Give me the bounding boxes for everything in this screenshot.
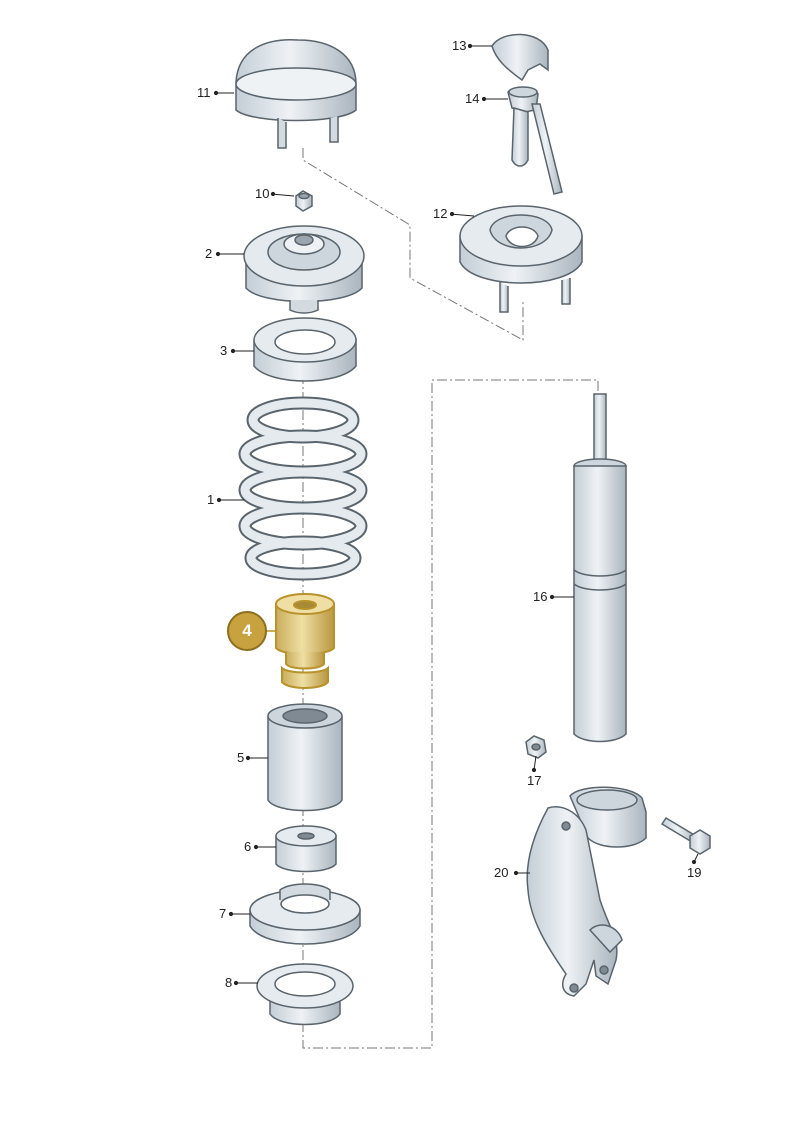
part-label-20: 20 <box>494 865 509 880</box>
part-11-dust-cap[interactable] <box>235 39 357 149</box>
part-label-17: 17 <box>527 773 542 788</box>
part-16-shock-absorber[interactable] <box>573 393 627 743</box>
part-label-8: 8 <box>225 975 233 990</box>
part-8-spring-pad[interactable] <box>256 963 354 1026</box>
part-1-coil-spring[interactable] <box>238 396 368 581</box>
part-17-nut[interactable] <box>525 735 547 759</box>
part-13-cap[interactable] <box>491 33 549 82</box>
part-12-mount-housing[interactable] <box>459 205 583 313</box>
part-label-14: 14 <box>465 91 480 106</box>
part-label-10: 10 <box>255 186 270 201</box>
part-label-5: 5 <box>237 750 245 765</box>
part-5-protective-sleeve[interactable] <box>267 703 343 812</box>
part-label-7: 7 <box>219 906 227 921</box>
part-label-3: 3 <box>220 343 228 358</box>
part-3-spring-seat-ring[interactable] <box>253 317 357 382</box>
leader-lines <box>213 43 699 986</box>
part-label-19: 19 <box>687 865 702 880</box>
part-label-1: 1 <box>207 492 215 507</box>
part-19-bolt[interactable] <box>660 816 711 855</box>
part-label-11: 11 <box>197 85 211 100</box>
part-label-6: 6 <box>244 839 252 854</box>
part-7-lower-spring-seat[interactable] <box>249 883 361 945</box>
part-label-2: 2 <box>205 246 213 261</box>
highlight-badge-4[interactable]: 4 <box>227 611 267 651</box>
part-4-bump-stop[interactable] <box>275 593 335 689</box>
part-14-wrench-tool[interactable] <box>507 86 563 195</box>
part-label-16: 16 <box>533 589 548 604</box>
part-label-13: 13 <box>452 38 467 53</box>
part-label-12: 12 <box>433 206 448 221</box>
part-2-strut-mount[interactable] <box>243 225 365 314</box>
assembly-lines <box>302 148 599 1049</box>
part-20-steering-knuckle[interactable] <box>526 786 647 997</box>
part-10-nut[interactable] <box>295 190 313 212</box>
part-6-buffer-pad[interactable] <box>275 825 337 873</box>
